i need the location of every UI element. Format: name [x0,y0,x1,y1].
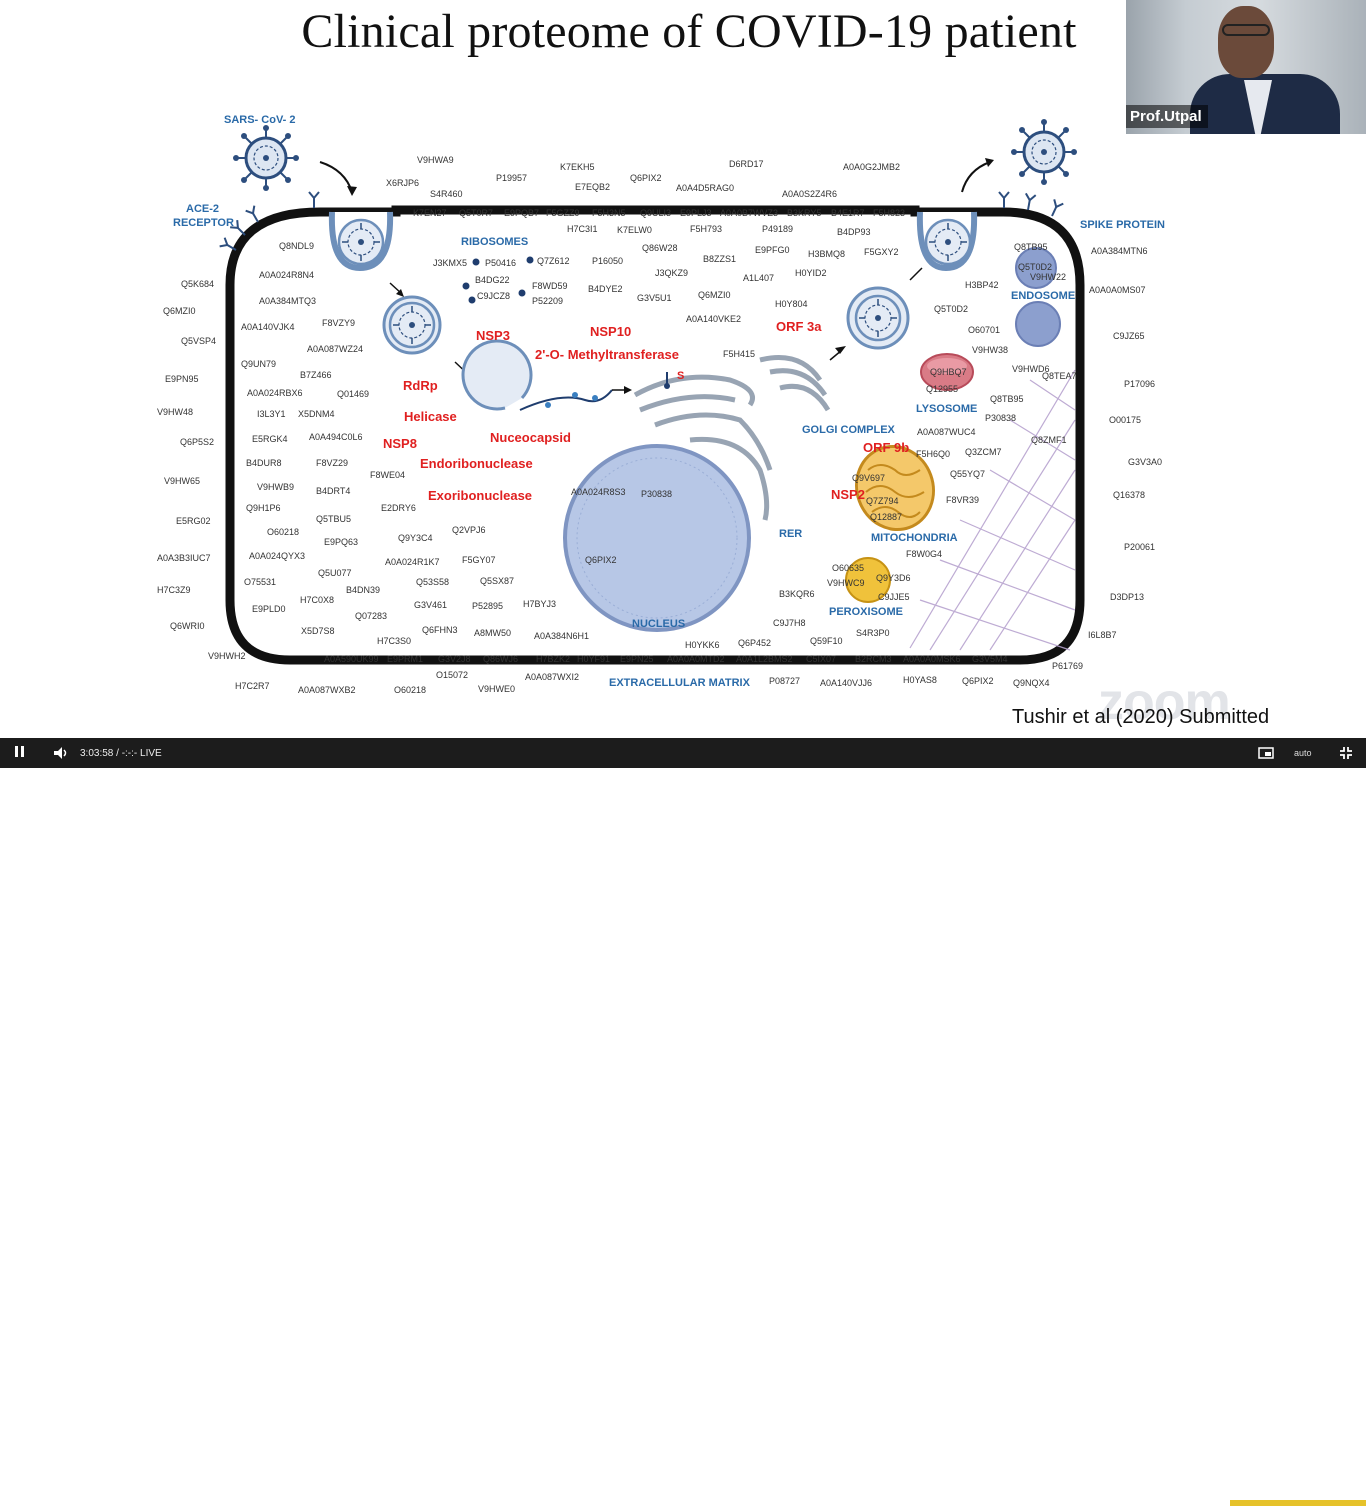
receptor-label: RECEPTOR [173,217,234,229]
nsp3-label: NSP3 [476,328,510,343]
pause-button[interactable] [8,738,30,768]
fullscreen-exit-button[interactable] [1334,738,1358,768]
exoribonuclease-label: Exoribonuclease [428,488,533,503]
endoribonuclease-label: Endoribonuclease [420,456,533,471]
lysosome-label: LYSOSOME [916,403,978,415]
nsp10-label: NSP10 [590,324,632,339]
rer-label: RER [779,528,803,540]
zoom-watermark: zoom [1098,673,1231,731]
mitochondria-label: MITOCHONDRIA [871,532,958,544]
spike-protein-label: SPIKE PROTEIN [1080,219,1165,231]
speaker-icon [54,747,67,759]
methyltransferase-label: 2'-O- Methyltransferase [535,347,679,362]
buffer-progress[interactable] [1230,1500,1366,1506]
cell-diagram [218,117,1085,665]
nucleus-label: NUCLEUS [632,618,686,630]
sars-cov2-label: SARS- CoV- 2 [224,114,296,126]
orf3a-label: ORF 3a [776,319,822,334]
nucleocapsid-label: Nuceocapsid [490,430,571,445]
helicase-label: Helicase [404,409,457,424]
nsp8-label: NSP8 [383,436,417,451]
participant-video-tile[interactable]: Prof.Utpal [1126,0,1366,134]
peroxisome-label: PEROXISOME [829,606,903,618]
s-protein-label: S [677,370,685,382]
ace2-label: ACE-2 [186,203,220,215]
playback-time: 3:03:58 / -:-:- LIVE [80,747,162,759]
ribosomes-label: RIBOSOMES [461,236,529,248]
golgi-complex-label: GOLGI COMPLEX [802,424,895,436]
endosome-label: ENDOSOME [1011,290,1076,302]
rdrp-label: RdRp [403,378,438,393]
slide-canvas: Clinical proteome of COVID-19 patient Pr… [0,0,1366,738]
player-control-bar: 3:03:58 / -:-:- LIVE auto [0,738,1366,1506]
theater-mode-button[interactable] [1254,738,1278,768]
citation-text: Tushir et al (2020) Submitted [1012,706,1270,728]
orf9b-label: ORF 9b [863,440,910,455]
slide-title: Clinical proteome of COVID-19 patient [301,5,1077,58]
quality-auto-button[interactable]: auto [1294,748,1312,758]
pause-icon [13,744,25,762]
nsp2-label: NSP2 [831,487,865,502]
participant-name: Prof.Utpal [1126,105,1208,128]
participant-glasses [1222,24,1270,36]
volume-button[interactable] [48,738,74,768]
exit-fullscreen-icon [1340,747,1352,759]
screen-icon [1258,747,1274,759]
participant-head [1218,6,1274,78]
extracellular-matrix-label: EXTRACELLULAR MATRIX [609,677,750,689]
